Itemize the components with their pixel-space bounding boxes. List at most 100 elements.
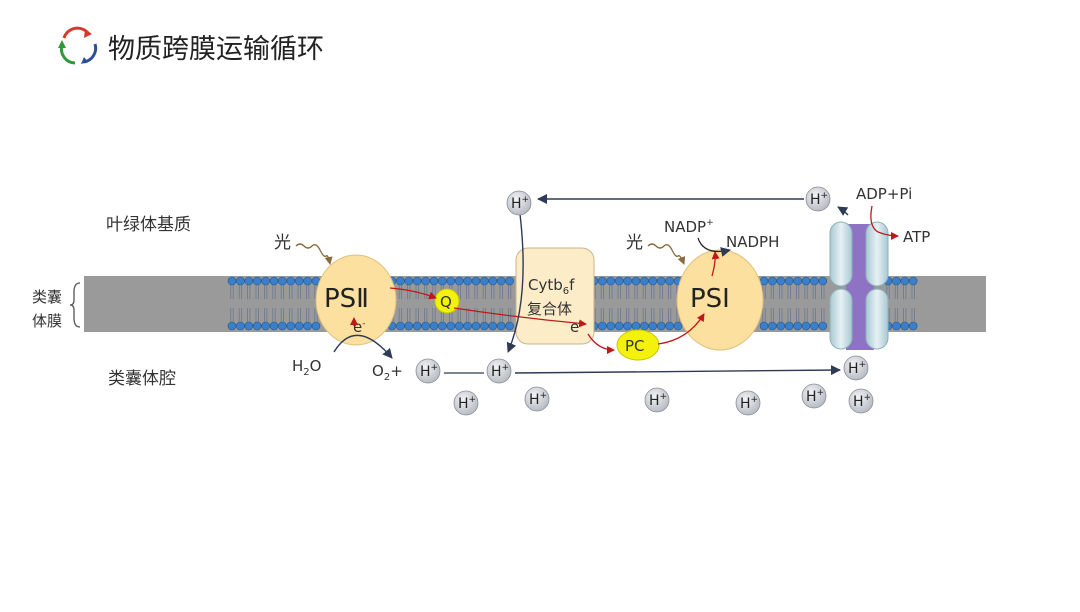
proton-group: H+H+H+H+H+H+H+H+H+H+H+ [415, 186, 874, 416]
proton-ion: H+ [644, 387, 670, 413]
electron-arrow-pc-ps1 [657, 313, 705, 345]
lipid-head [404, 321, 414, 331]
lipid-head [311, 321, 321, 331]
membrane-label-line2: 体膜 [32, 312, 62, 330]
proton-ion-label: H+ [458, 395, 476, 412]
lipid-head [429, 321, 439, 331]
lipid-head [631, 276, 641, 286]
lipid-head [810, 276, 819, 286]
water-label: H2O [292, 357, 321, 378]
atp-synthesis-arrow [870, 205, 899, 240]
lipid-head [286, 321, 296, 331]
lipid-head [759, 321, 769, 331]
lipid-head [303, 276, 312, 286]
lipid-head [900, 276, 910, 286]
lipid-head [412, 321, 422, 331]
proton-ion-circle [415, 358, 441, 384]
lipid-head [429, 276, 439, 286]
atp-synthase [829, 221, 889, 350]
lipid-head [648, 276, 658, 286]
proton-ion: H+ [415, 358, 441, 384]
lipid-head [656, 321, 666, 331]
proton-arrow-pump [506, 213, 524, 353]
light-arrow-ps1 [647, 243, 686, 265]
ps2-label: PSⅡ [324, 284, 369, 314]
recycle-cycle-icon [58, 26, 98, 65]
proton-ion-circle [524, 386, 550, 412]
lipid-head [908, 276, 918, 286]
proton-ion: H+ [805, 186, 831, 212]
proton-ion-circle [843, 355, 869, 381]
lipid-head [623, 321, 632, 331]
plastoquinone [434, 288, 460, 314]
proton-arrow-synthase [837, 206, 849, 216]
lipid-head [598, 321, 607, 331]
proton-ion-label: H+ [853, 393, 871, 410]
proton-ion-label: H+ [491, 363, 509, 380]
membrane-label-line1: 类囊 [32, 288, 62, 306]
lipid-head [631, 321, 641, 331]
lipid-head [438, 276, 447, 286]
proton-ion-circle [486, 358, 512, 384]
lipid-head [776, 321, 786, 331]
proton-ion-circle [805, 186, 831, 212]
lipid-head [236, 276, 245, 286]
lipid-head [614, 321, 624, 331]
proton-ion-label: H+ [529, 391, 547, 408]
proton-ion-circle [453, 390, 479, 416]
proton-ion: H+ [524, 386, 550, 412]
lipid-head [446, 276, 456, 286]
water-split-arrow [333, 334, 393, 359]
lipid-head [278, 321, 287, 331]
proton-ion-label: H+ [740, 395, 758, 412]
proton-ion: H+ [848, 388, 874, 414]
proton-arrow-lumen [514, 365, 841, 376]
lipid-head [227, 321, 237, 331]
lipid-head [606, 276, 616, 286]
photosystem-i [676, 249, 764, 351]
lipid-head [892, 321, 901, 331]
electron-arrow-ps1-up [711, 251, 720, 277]
oxygen-label: O2+ [372, 362, 403, 383]
atp-label: ATP [903, 228, 930, 246]
lipid-head [294, 321, 304, 331]
lipid-head [793, 321, 802, 331]
lipid-head [673, 321, 683, 331]
lipid-bilayer [227, 276, 918, 331]
electron-arrow-q-cyt [453, 307, 587, 328]
lipid-head [496, 276, 506, 286]
lipid-head [648, 321, 658, 331]
proton-ion: H+ [735, 390, 761, 416]
lipid-head [227, 276, 237, 286]
ps2-electron: e- [353, 318, 365, 336]
proton-ion: H+ [843, 355, 869, 381]
proton-ion-label: H+ [420, 363, 438, 380]
plastoquinone-label: Q [440, 293, 452, 311]
lipid-head [810, 321, 819, 331]
lipid-head [421, 321, 430, 331]
lipid-head [463, 276, 472, 286]
lipid-head [454, 276, 464, 286]
lipid-head [768, 276, 777, 286]
page-title: 物质跨膜运输循环 [108, 34, 324, 65]
cytb6f-label-line1: Cytb6f [528, 276, 575, 297]
lipid-head [606, 321, 616, 331]
lipid-head [640, 321, 649, 331]
proton-ion-label: H+ [806, 388, 824, 405]
lipid-head [892, 276, 901, 286]
lipid-head [252, 276, 262, 286]
proton-ion-circle [506, 190, 532, 216]
lipid-head [412, 276, 422, 286]
lipid-head [614, 276, 624, 286]
lipid-head [404, 276, 414, 286]
lipid-head [496, 321, 506, 331]
lipid-head [640, 276, 649, 286]
lipid-head [471, 321, 481, 331]
lipid-head [623, 276, 632, 286]
cytb6f-label-line2: 复合体 [527, 300, 572, 318]
lipid-head [665, 276, 674, 286]
lipid-head [480, 321, 489, 331]
lipid-head [294, 276, 304, 286]
lipid-head [286, 276, 296, 286]
lipid-head [269, 321, 279, 331]
